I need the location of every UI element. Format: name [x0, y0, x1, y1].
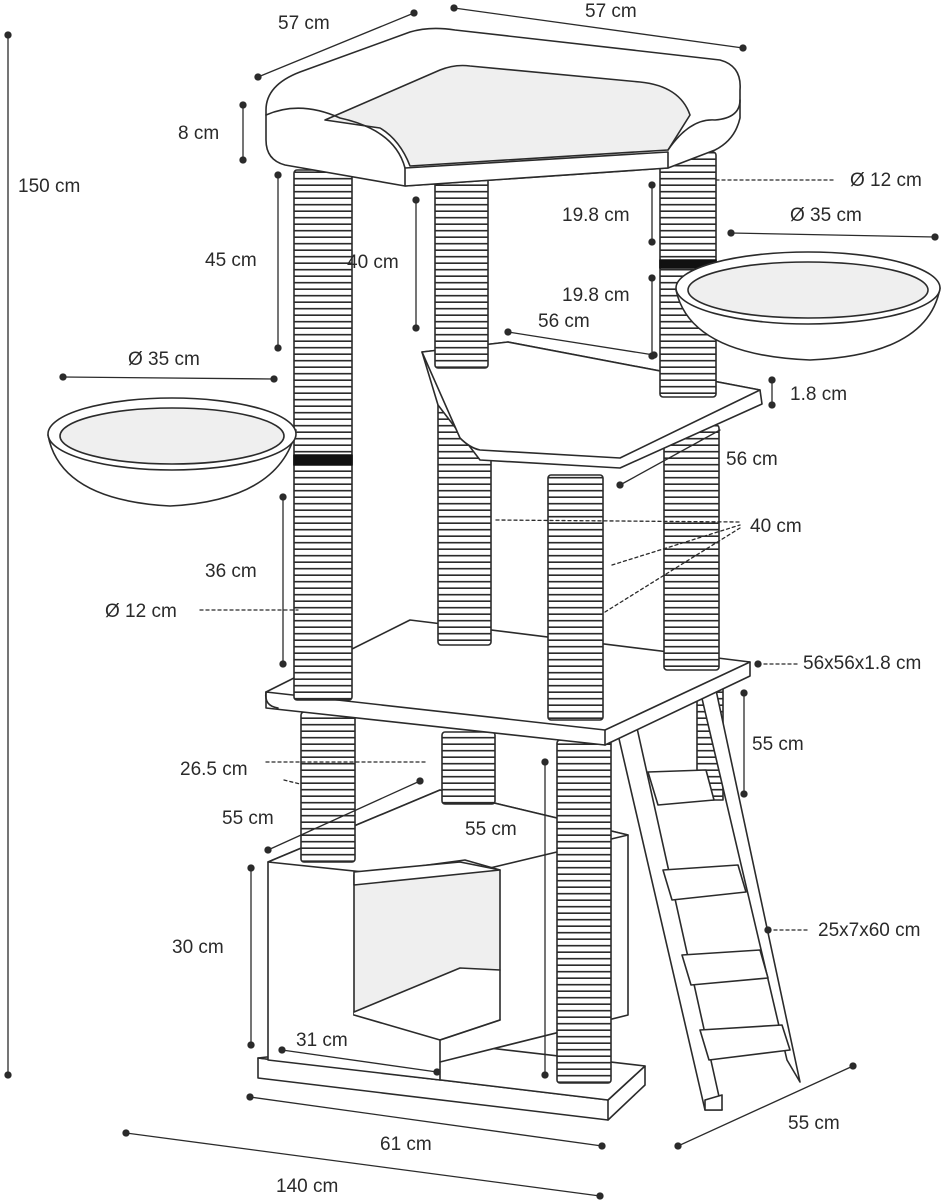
label-right-ladder-height: 55 cm [752, 734, 804, 755]
label-lower-segment-right: 19.8 cm [562, 285, 630, 306]
label-mid-platform-width: 56 cm [726, 449, 778, 470]
label-top-lounger-height: 8 cm [178, 123, 220, 144]
cat-cave [267, 789, 629, 1081]
label-platform-thickness: 1.8 cm [790, 384, 848, 405]
upper-platform [421, 341, 763, 469]
label-center-base-post: 55 cm [465, 819, 517, 840]
label-upper-segment-right: 19.8 cm [562, 205, 630, 226]
label-top-post-diameter: Ø 12 cm [850, 170, 922, 191]
label-cave-width: 31 cm [296, 1030, 348, 1051]
label-top-width-left: 57 cm [278, 13, 330, 34]
base-post-front [556, 739, 612, 1084]
main-platform [264, 619, 751, 746]
label-short-post-height: 26.5 cm [180, 759, 248, 780]
ladder [616, 689, 801, 1111]
label-left-bowl-diameter: Ø 35 cm [128, 349, 200, 370]
label-ladder-size: 25x7x60 cm [818, 920, 921, 941]
left-bowl [47, 397, 297, 507]
right-bowl [675, 251, 941, 361]
top-post-middle [434, 175, 489, 369]
label-total-width: 140 cm [276, 1176, 339, 1197]
label-main-platform-size: 56x56x1.8 cm [803, 653, 922, 674]
label-top-post-middle: 40 cm [347, 252, 399, 273]
label-cave-height: 30 cm [172, 937, 224, 958]
label-total-height: 150 cm [18, 176, 81, 197]
label-middle-posts-height: 40 cm [750, 516, 802, 537]
left-tall-post [293, 169, 353, 701]
label-base-width: 61 cm [380, 1134, 432, 1155]
mid-post-front [547, 474, 604, 721]
base-post-left [300, 711, 356, 863]
mid-post-right [663, 424, 720, 671]
label-right-bowl-diameter: Ø 35 cm [790, 205, 862, 226]
label-left-lower-post: 36 cm [205, 561, 257, 582]
dimension-lines [4, 4, 939, 1200]
base-post-short [441, 731, 496, 805]
label-left-post-diameter: Ø 12 cm [105, 601, 177, 622]
top-lounger [265, 27, 741, 187]
label-top-width-right: 57 cm [585, 1, 637, 22]
label-base-depth: 55 cm [788, 1113, 840, 1134]
label-top-post-left: 45 cm [205, 250, 257, 271]
label-mid-platform-depth: 56 cm [538, 311, 590, 332]
label-left-base-post: 55 cm [222, 808, 274, 829]
